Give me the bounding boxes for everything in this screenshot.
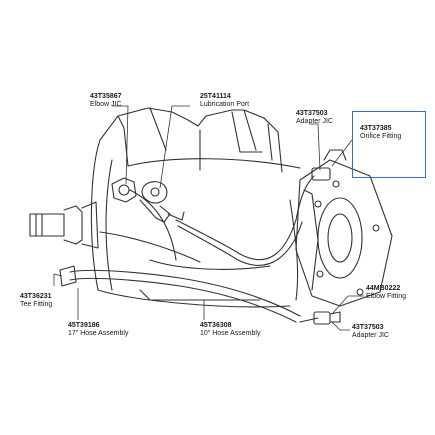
leader-lines (53, 105, 364, 331)
callout-adapter-jic-top: 43T37503 Adapter JIC (296, 110, 333, 126)
part-description: 10" Hose Assembly (200, 330, 261, 337)
part-description: Adapter JIC (296, 118, 333, 125)
part-number: 45T36308 (200, 322, 232, 329)
orifice-fitting-highlight-box (352, 111, 426, 178)
left-shaft (29, 201, 99, 249)
part-description: Elbow Fitting (366, 293, 407, 300)
part-number: 43T37385 (360, 125, 392, 132)
top-elbow-housing (99, 107, 283, 173)
part-description: Orifice Fitting (360, 133, 402, 140)
top-fittings (111, 177, 185, 223)
part-number: 45T39186 (68, 322, 100, 329)
callout-orifice-fitting: 43T37385 Orifice Fitting (360, 125, 401, 141)
callout-tee-fitting: 43T36231 Tee Fitting (20, 293, 52, 309)
part-number: 43T37503 (352, 324, 384, 331)
right-flange (295, 149, 393, 307)
callout-lubrication-port: 25T41114 Lubrication Port (200, 93, 249, 109)
callout-hose-17: 45T39186 17" Hose Assembly (68, 322, 128, 338)
callout-hose-10: 45T36308 10" Hose Assembly (200, 322, 260, 338)
part-description: Elbow JIC (90, 101, 122, 108)
part-description: Tee Fitting (20, 301, 53, 308)
part-number: 43T35867 (90, 93, 122, 100)
main-body (90, 139, 301, 308)
callout-adapter-jic-bottom: 43T37503 Adapter JIC (352, 324, 389, 340)
part-number: 43T36231 (20, 293, 52, 300)
hoses (59, 167, 341, 325)
part-number: 25T41114 (200, 93, 231, 100)
part-description: Lubrication Port (200, 101, 250, 108)
part-description: 17" Hose Assembly (68, 330, 129, 337)
callout-elbow-jic: 43T35867 Elbow JIC (90, 93, 122, 109)
callout-elbow-fitting: 44MB0222 Elbow Fitting (366, 285, 406, 301)
part-description: Adapter JIC (352, 332, 389, 339)
part-number: 44MB0222 (366, 285, 401, 292)
part-number: 43T37503 (296, 110, 328, 117)
